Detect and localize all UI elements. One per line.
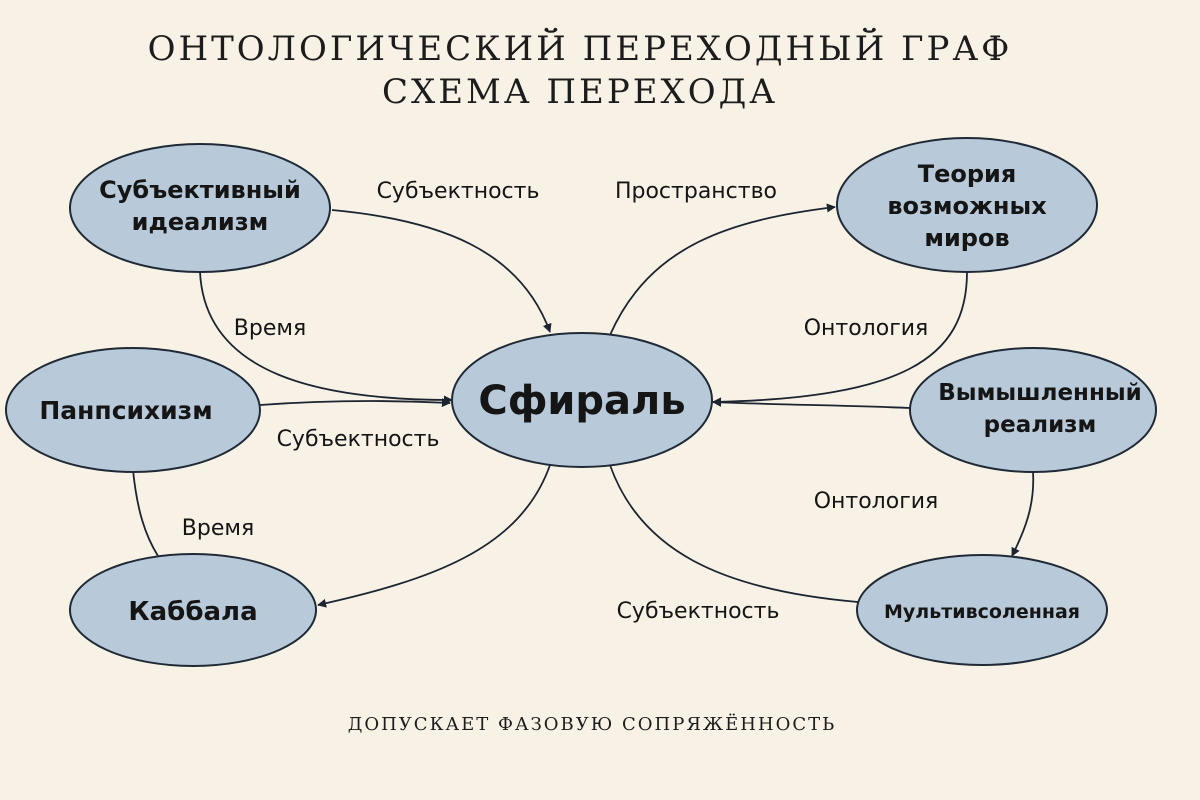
edge-panpsychism-to-kabbalah <box>132 469 159 557</box>
node-kabbalah-label: Каббала <box>128 597 257 627</box>
edge-fictional-realism-to-multiverse <box>1011 471 1035 557</box>
edge-label-subjectivity-top: Субъектность <box>377 179 540 204</box>
node-panpsychism: Панпсихизм <box>5 347 261 473</box>
edge-subjective-idealism-time-to-center <box>199 271 453 405</box>
node-possible-worlds-line-1: Теория <box>918 160 1017 188</box>
node-multiverse: Мультивсоленная <box>856 554 1108 666</box>
edge-fictional-realism-to-center <box>712 397 911 409</box>
node-center-label: Сфираль <box>478 378 685 424</box>
footer-note: ДОПУСКАЕТ ФАЗОВУЮ СОПРЯЖЁННОСТЬ <box>348 712 837 735</box>
node-center: Сфираль <box>451 332 713 468</box>
edge-label-subjectivity-bottom: Субъектность <box>617 599 780 624</box>
node-possible-worlds-line-3: миров <box>924 224 1009 252</box>
edge-possible-worlds-to-center <box>712 271 968 407</box>
node-fictional-realism-line-1: Вымышленный <box>938 380 1142 406</box>
node-possible-worlds: Теория возможных миров <box>836 137 1098 273</box>
node-kabbalah: Каббала <box>69 553 317 667</box>
node-fictional-realism: Вымышленный реализм <box>909 347 1157 473</box>
node-fictional-realism-line-2: реализм <box>984 412 1097 438</box>
node-subjective-idealism-line-2: идеализм <box>132 208 269 236</box>
node-subjective-idealism-line-1: Субъективный <box>99 176 301 204</box>
edge-label-subjectivity-mid: Субъектность <box>277 427 440 452</box>
edge-multiverse-to-center <box>609 464 859 603</box>
edge-label-time-bottom: Время <box>182 516 254 541</box>
edge-subjective-idealism-to-center <box>331 209 552 333</box>
title-line-1: ОНТОЛОГИЧЕСКИЙ ПЕРЕХОДНЫЙ ГРАФ <box>148 27 1013 69</box>
node-possible-worlds-line-2: возможных <box>887 192 1047 220</box>
edge-label-ontology-top: Онтология <box>804 316 929 341</box>
edge-panpsychism-to-center <box>259 398 451 408</box>
title-line-2: СХЕМА ПЕРЕХОДА <box>382 72 778 112</box>
node-panpsychism-label: Панпсихизм <box>39 396 212 425</box>
edge-label-space: Пространство <box>615 179 777 204</box>
node-subjective-idealism: Субъективный идеализм <box>69 143 331 273</box>
edge-label-time-top: Время <box>234 316 306 341</box>
edge-center-to-kabbalah <box>317 464 551 608</box>
edge-center-to-possible-worlds <box>609 203 836 336</box>
edge-label-ontology-bottom: Онтология <box>814 489 939 514</box>
node-multiverse-label: Мультивсоленная <box>884 601 1080 623</box>
